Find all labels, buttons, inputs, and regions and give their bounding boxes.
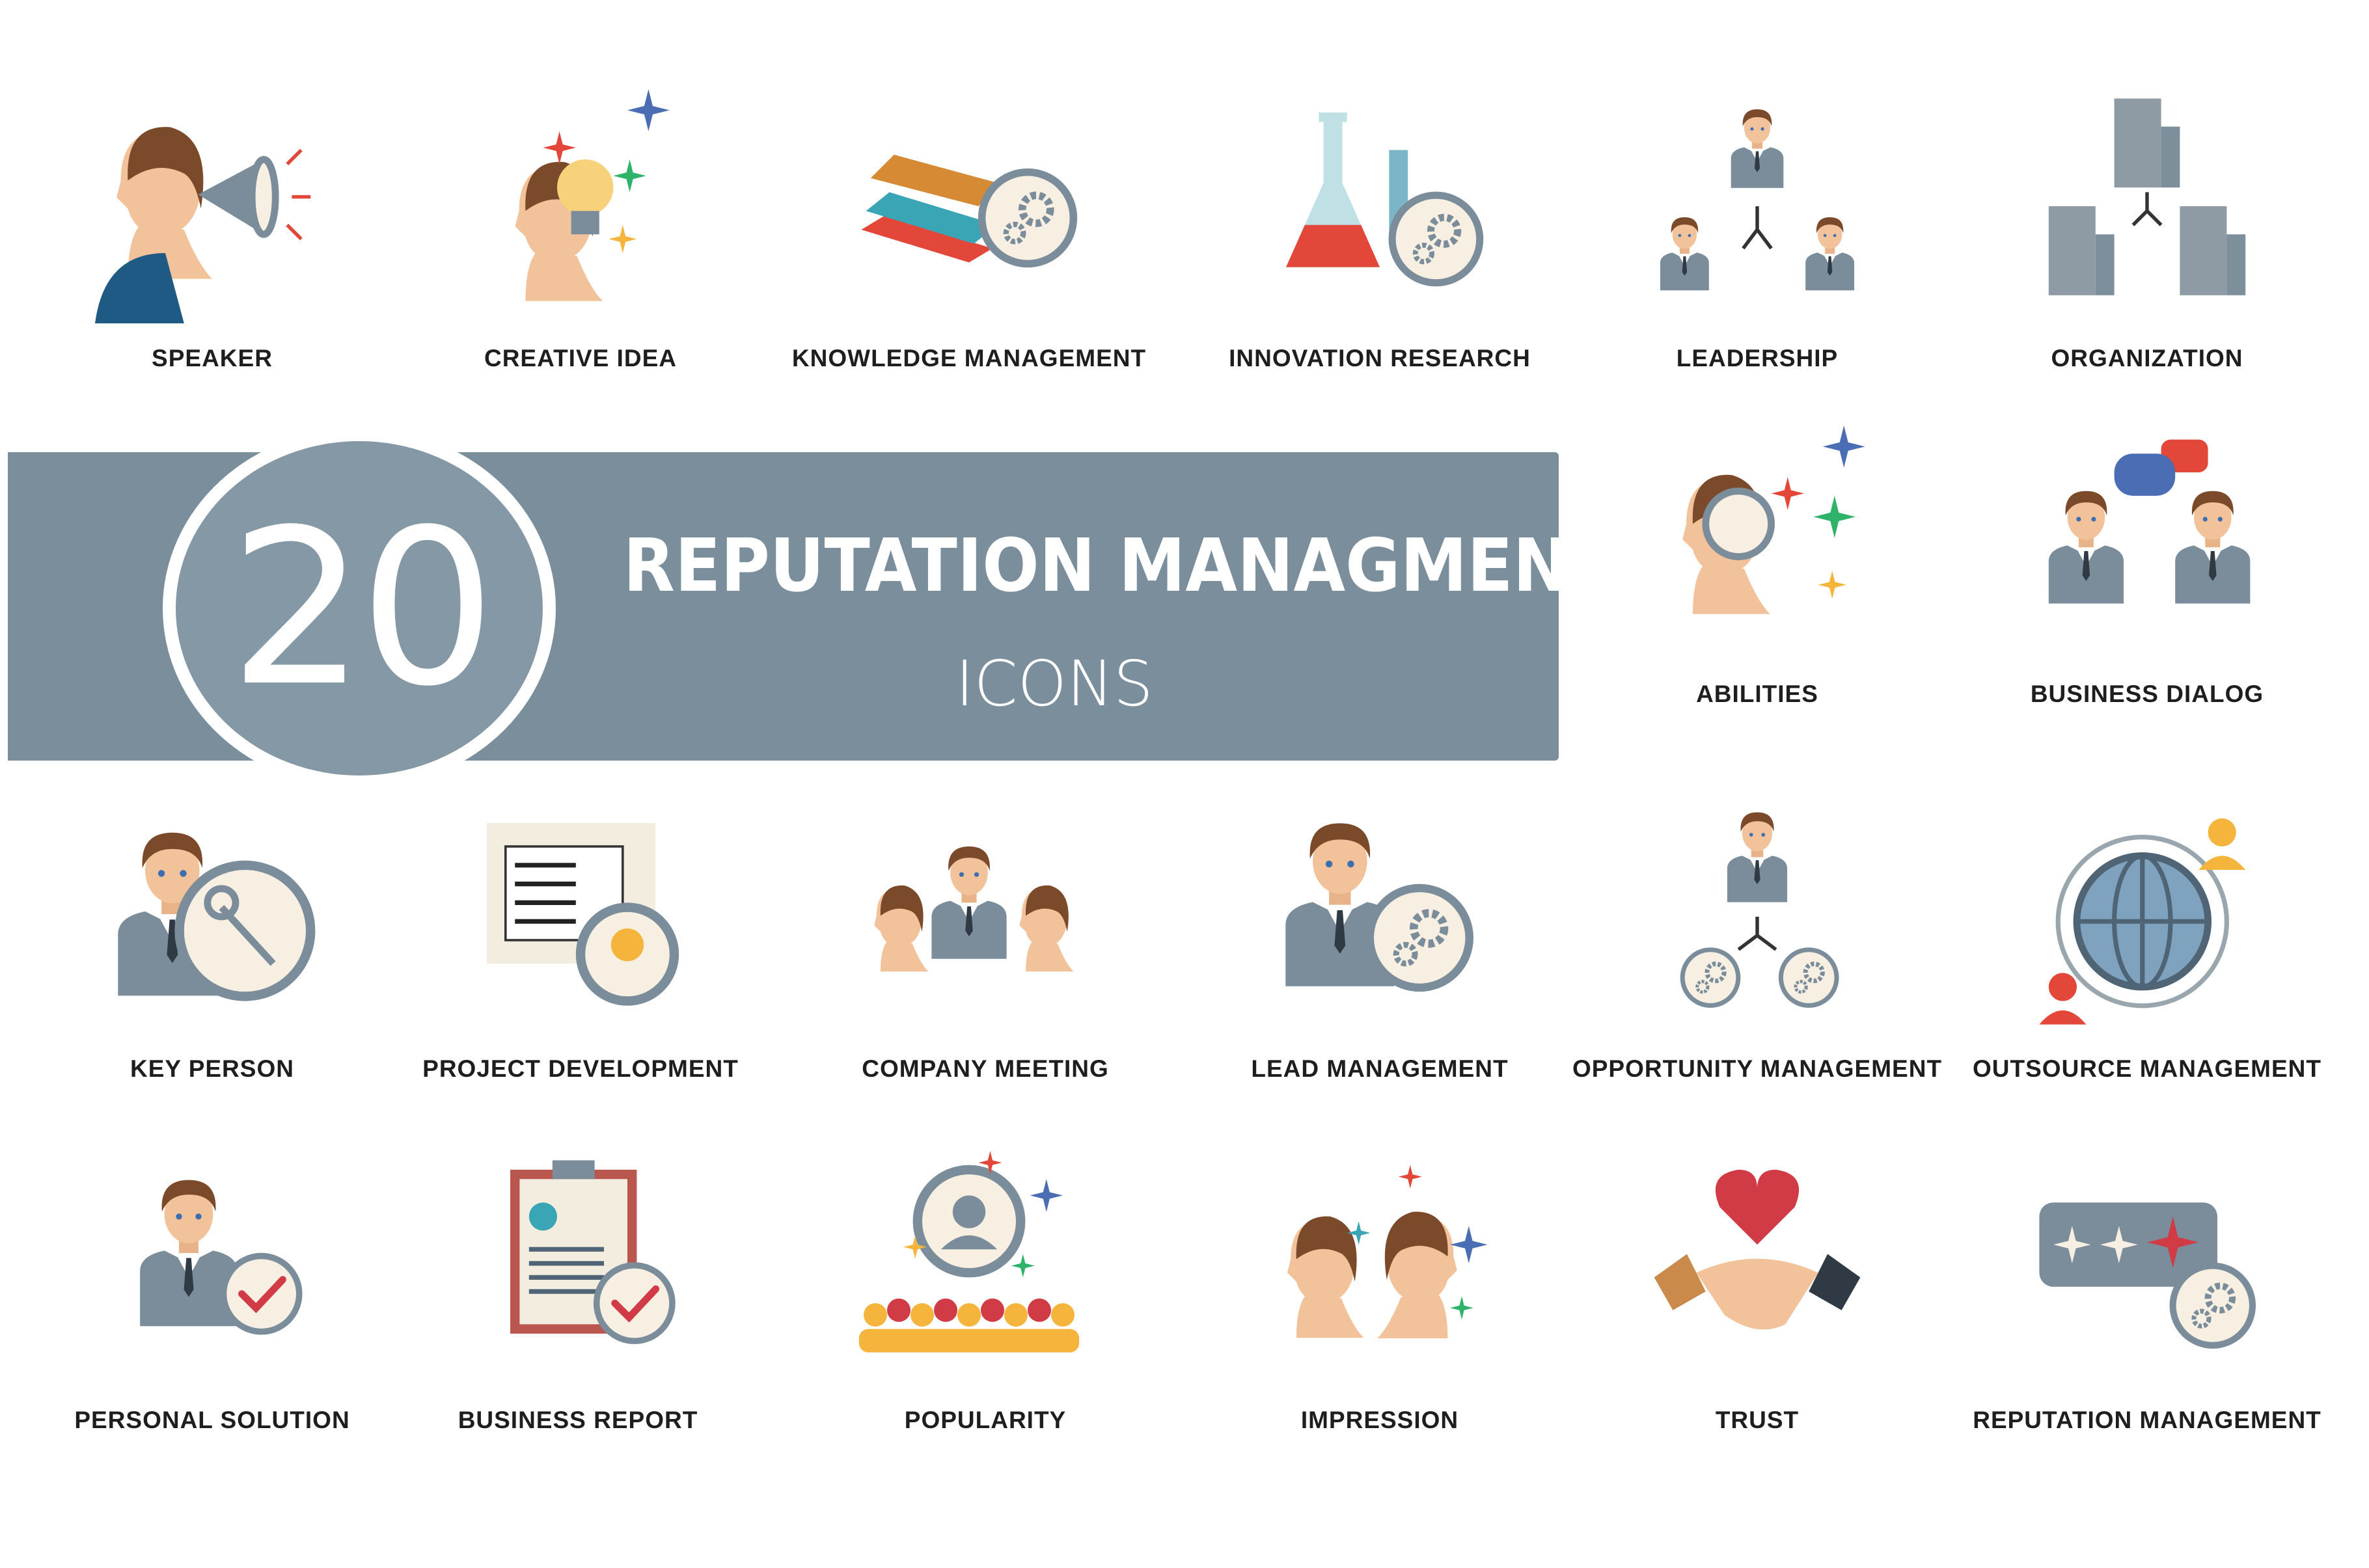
icon-label: COMPANY MEETING — [862, 1055, 1109, 1082]
icon-label: KNOWLEDGE MANAGEMENT — [791, 345, 1147, 372]
icon-label: KEY PERSON — [130, 1055, 294, 1082]
clipboard-check-icon — [510, 1160, 698, 1385]
icon-label: POPULARITY — [904, 1407, 1067, 1433]
banner-title: REPUTATION MANAGMENT — [623, 524, 1615, 608]
icon-label: INNOVATION RESEARCH — [1229, 345, 1531, 372]
icon-label: LEADERSHIP — [1676, 345, 1839, 372]
person-gears-icon — [1640, 812, 1874, 1034]
icon-label: PROJECT DEVELOPMENT — [422, 1055, 739, 1082]
buildings-icon — [2048, 98, 2246, 295]
icon-label: REPUTATION MANAGEMENT — [1973, 1407, 2321, 1433]
icon-label: BUSINESS REPORT — [458, 1407, 698, 1433]
megaphone-icon — [95, 127, 311, 323]
icon-label: SPEAKER — [152, 345, 273, 372]
lightbulb-head-icon — [515, 89, 670, 301]
count-circle — [176, 441, 543, 776]
faces-stars-icon — [1287, 1165, 1488, 1338]
person-gear-icon — [1285, 823, 1497, 1034]
handshake-heart-icon — [1654, 1169, 1861, 1330]
books-gear-icon — [861, 154, 1086, 323]
icon-label: BUSINESS DIALOG — [2030, 681, 2264, 707]
icon-count: 20 — [229, 483, 496, 733]
icon-label: ORGANIZATION — [2051, 345, 2243, 372]
team-hierarchy-icon — [1660, 109, 1855, 291]
icon-label: LEAD MANAGEMENT — [1251, 1055, 1509, 1082]
icon-label: ABILITIES — [1696, 681, 1818, 707]
icon-label: OUTSOURCE MANAGEMENT — [1973, 1055, 2321, 1082]
icon-label: OPPORTUNITY MANAGEMENT — [1572, 1055, 1943, 1082]
meeting-icon — [874, 846, 1074, 972]
person-check-icon — [140, 1180, 329, 1385]
icon-label: IMPRESSION — [1300, 1407, 1459, 1433]
flask-gear-icon — [1286, 113, 1497, 323]
head-stars-icon — [1682, 426, 1865, 614]
dialog-icon — [2048, 439, 2251, 604]
rating-gear-icon — [2039, 1202, 2264, 1385]
icon-label: PERSONAL SOLUTION — [74, 1407, 350, 1433]
crowd-icon — [858, 1151, 1080, 1353]
person-key-icon — [118, 832, 316, 1001]
icon-label: TRUST — [1715, 1407, 1800, 1433]
banner-subtitle: ICONS — [955, 647, 1153, 720]
blueprint-bulb-icon — [487, 823, 679, 1006]
globe-people-icon — [2039, 818, 2246, 1025]
icon-label: CREATIVE IDEA — [484, 345, 677, 372]
